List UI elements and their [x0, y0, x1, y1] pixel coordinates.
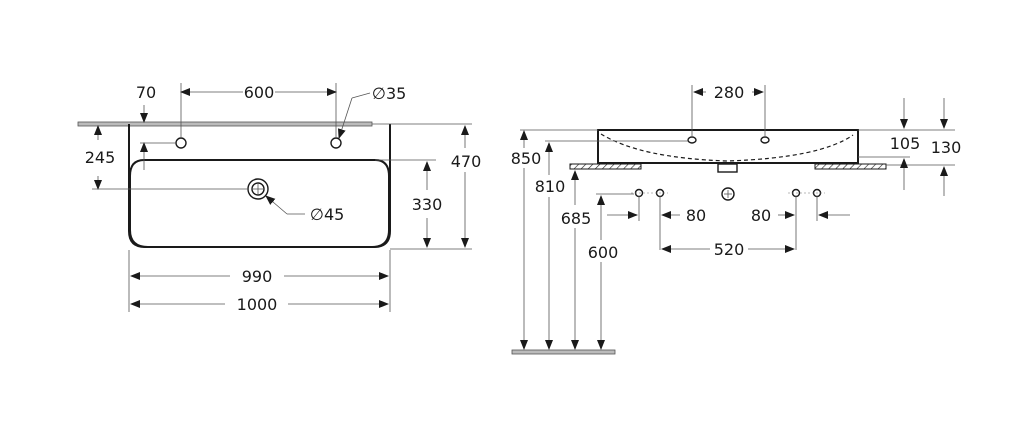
- basin-side: [597, 129, 859, 164]
- wall-strip: [77, 121, 373, 127]
- dim-overall-width: 1000: [237, 295, 278, 314]
- dim-waste-diameter: ∅45: [310, 205, 344, 224]
- dim-overall-depth: 470: [451, 152, 482, 171]
- dim-tap-spacing: 600: [244, 83, 275, 102]
- counter-right: [814, 163, 887, 170]
- dim-overall-height: 130: [931, 138, 962, 157]
- bowl-outline: [129, 159, 390, 248]
- dim-height-waste: 600: [588, 243, 619, 262]
- dim-bowl-width: 990: [242, 267, 273, 286]
- floor-strip: [511, 349, 616, 355]
- tap-hole-left: [175, 137, 187, 149]
- dim-bowl-depth: 330: [412, 195, 443, 214]
- top-view: 600 70 ∅35 245 ∅45 330 470: [77, 83, 482, 314]
- dim-depth-to-waste: 245: [85, 148, 116, 167]
- side-view: 280 105 130 850 810 685 600: [511, 83, 962, 355]
- dim-height-supply: 685: [561, 209, 592, 228]
- dim-supply-center-spacing: 520: [714, 240, 745, 259]
- dim-tap-offset: 70: [136, 83, 156, 102]
- basin-outline: [128, 124, 391, 248]
- dim-bowl-height: 105: [890, 134, 921, 153]
- dim-tap-hole-diameter: ∅35: [372, 84, 406, 103]
- dim-height-top: 850: [511, 149, 542, 168]
- dim-side-tap-spacing: 280: [714, 83, 745, 102]
- waste-stub: [717, 163, 738, 173]
- waste-outlet: [721, 187, 735, 201]
- dim-supply-right-spacing: 80: [751, 206, 771, 225]
- dim-supply-left-spacing: 80: [686, 206, 706, 225]
- counter-left: [569, 163, 642, 170]
- bowl-hidden-line: [600, 133, 854, 162]
- tap-hole-right: [330, 137, 342, 149]
- dim-height-rim: 810: [535, 177, 566, 196]
